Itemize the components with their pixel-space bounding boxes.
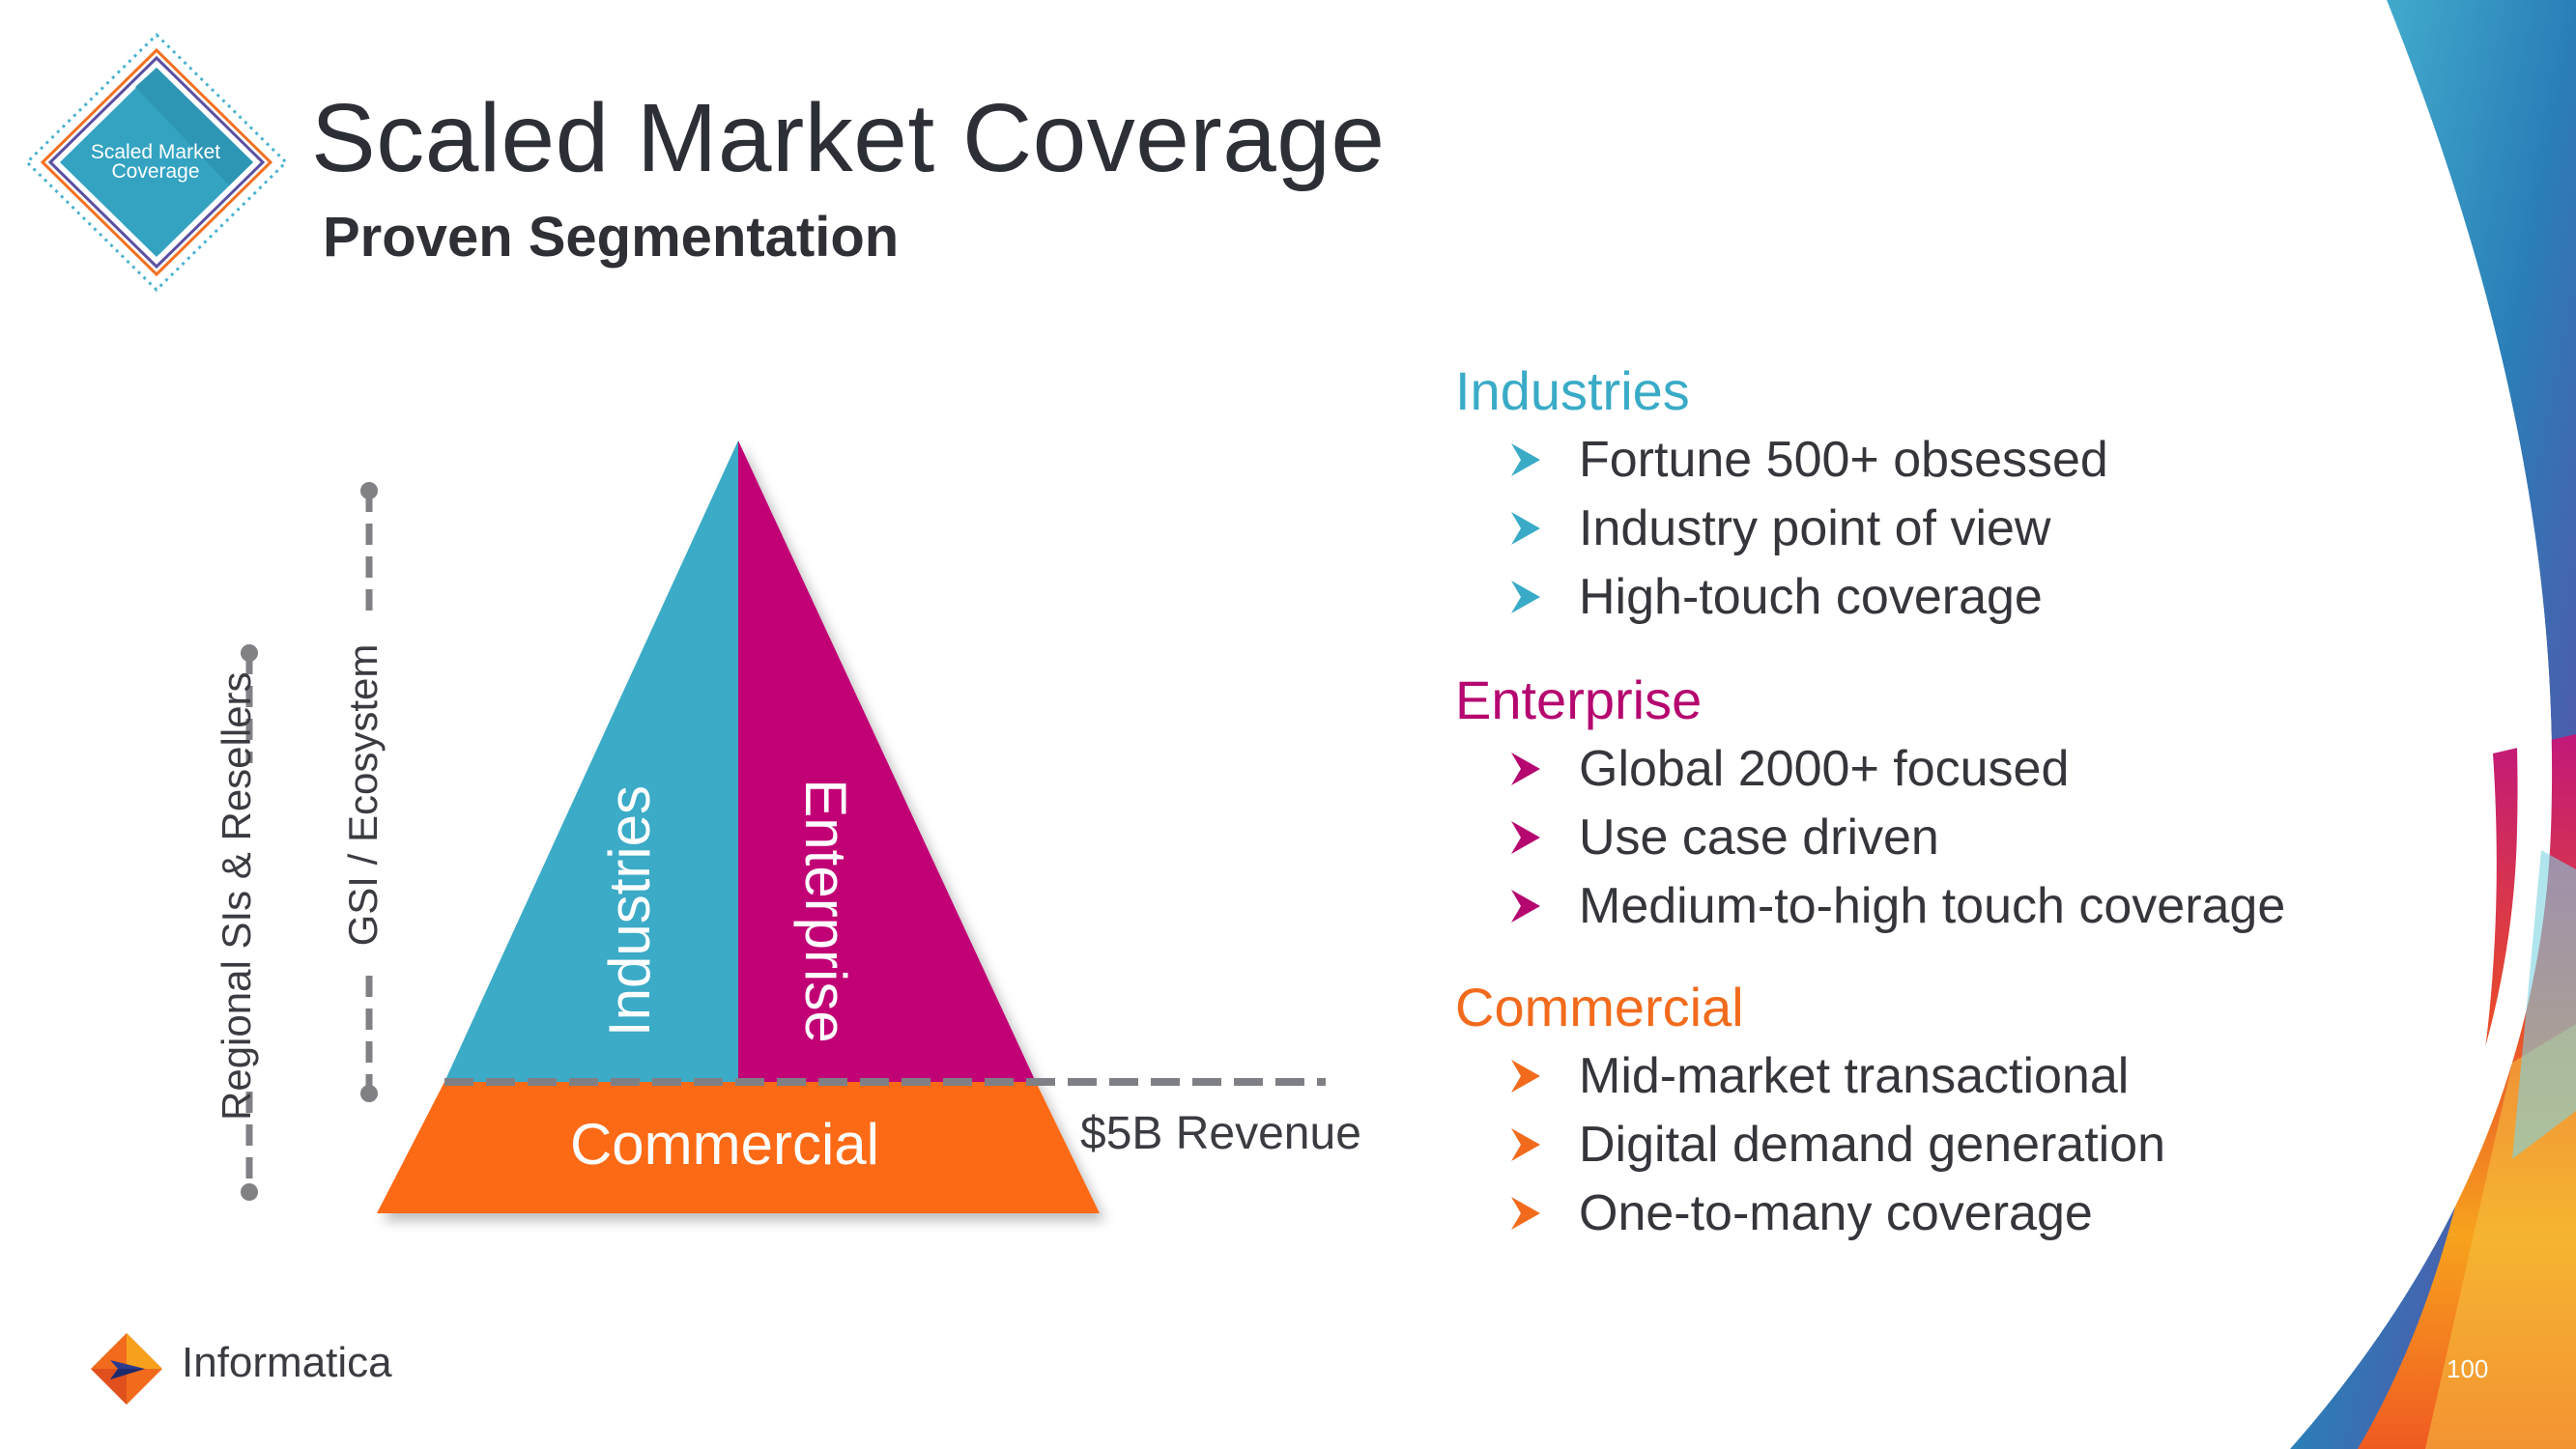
- segment-title-enterprise: Enterprise: [1455, 669, 1703, 730]
- regional-axis-label: Regional SIs & Resellers: [214, 671, 259, 1121]
- gsi-axis-label: GSI / Ecosystem: [340, 643, 386, 947]
- list-item: Mid-market transactional: [1511, 1042, 2165, 1111]
- list-item: Medium-to-high touch coverage: [1511, 872, 2285, 941]
- gsi-axis-line: [360, 482, 378, 1102]
- regional-axis-line: [241, 644, 258, 1201]
- arrow-bullet-icon: [1511, 512, 1540, 545]
- list-item: Fortune 500+ obsessed: [1511, 426, 2108, 495]
- informatica-logo-icon: [91, 1333, 162, 1405]
- decorative-swirl-graphic: [2261, 0, 2576, 1449]
- arrow-bullet-icon: [1511, 443, 1540, 476]
- arrow-bullet-icon: [1511, 753, 1540, 785]
- pyramid-industries-section: [444, 440, 738, 1082]
- pyramid-industries-label: Industries: [597, 784, 662, 1037]
- arrow-bullet-icon: [1511, 581, 1540, 613]
- segmentation-pyramid-diagram: [241, 440, 1326, 1213]
- arrow-bullet-icon: [1511, 1197, 1540, 1230]
- brand-name: Informatica: [182, 1339, 392, 1386]
- segment-title-commercial: Commercial: [1455, 977, 1744, 1037]
- pyramid-commercial-label: Commercial: [569, 1112, 880, 1177]
- section-badge-icon: [24, 32, 289, 293]
- list-item: Use case driven: [1511, 804, 2285, 872]
- pyramid-enterprise-label: Enterprise: [793, 779, 858, 1043]
- segment-commercial: Commercial Mid-market transactional Digi…: [1455, 976, 2165, 1248]
- pyramid-commercial-section: [377, 1082, 1100, 1213]
- arrow-bullet-icon: [1511, 1060, 1540, 1093]
- page-subtitle: Proven Segmentation: [323, 206, 900, 269]
- list-item: Industry point of view: [1511, 495, 2108, 563]
- page-title: Scaled Market Coverage: [311, 84, 1386, 192]
- revenue-label: $5B Revenue: [1080, 1108, 1361, 1159]
- badge-label: Scaled Market Coverage: [90, 141, 221, 183]
- segment-industries: Industries Fortune 500+ obsessed Industr…: [1455, 359, 2108, 632]
- list-item: One-to-many coverage: [1511, 1179, 2165, 1248]
- pyramid-enterprise-section: [738, 440, 1036, 1082]
- page-number: 100: [2447, 1354, 2489, 1383]
- arrow-bullet-icon: [1511, 1128, 1540, 1161]
- list-item: Global 2000+ focused: [1511, 735, 2285, 804]
- arrow-bullet-icon: [1511, 821, 1540, 854]
- list-item: High-touch coverage: [1511, 563, 2108, 632]
- list-item: Digital demand generation: [1511, 1111, 2165, 1179]
- segment-enterprise: Enterprise Global 2000+ focused Use case…: [1455, 668, 2285, 941]
- segment-title-industries: Industries: [1455, 360, 1690, 421]
- arrow-bullet-icon: [1511, 890, 1540, 923]
